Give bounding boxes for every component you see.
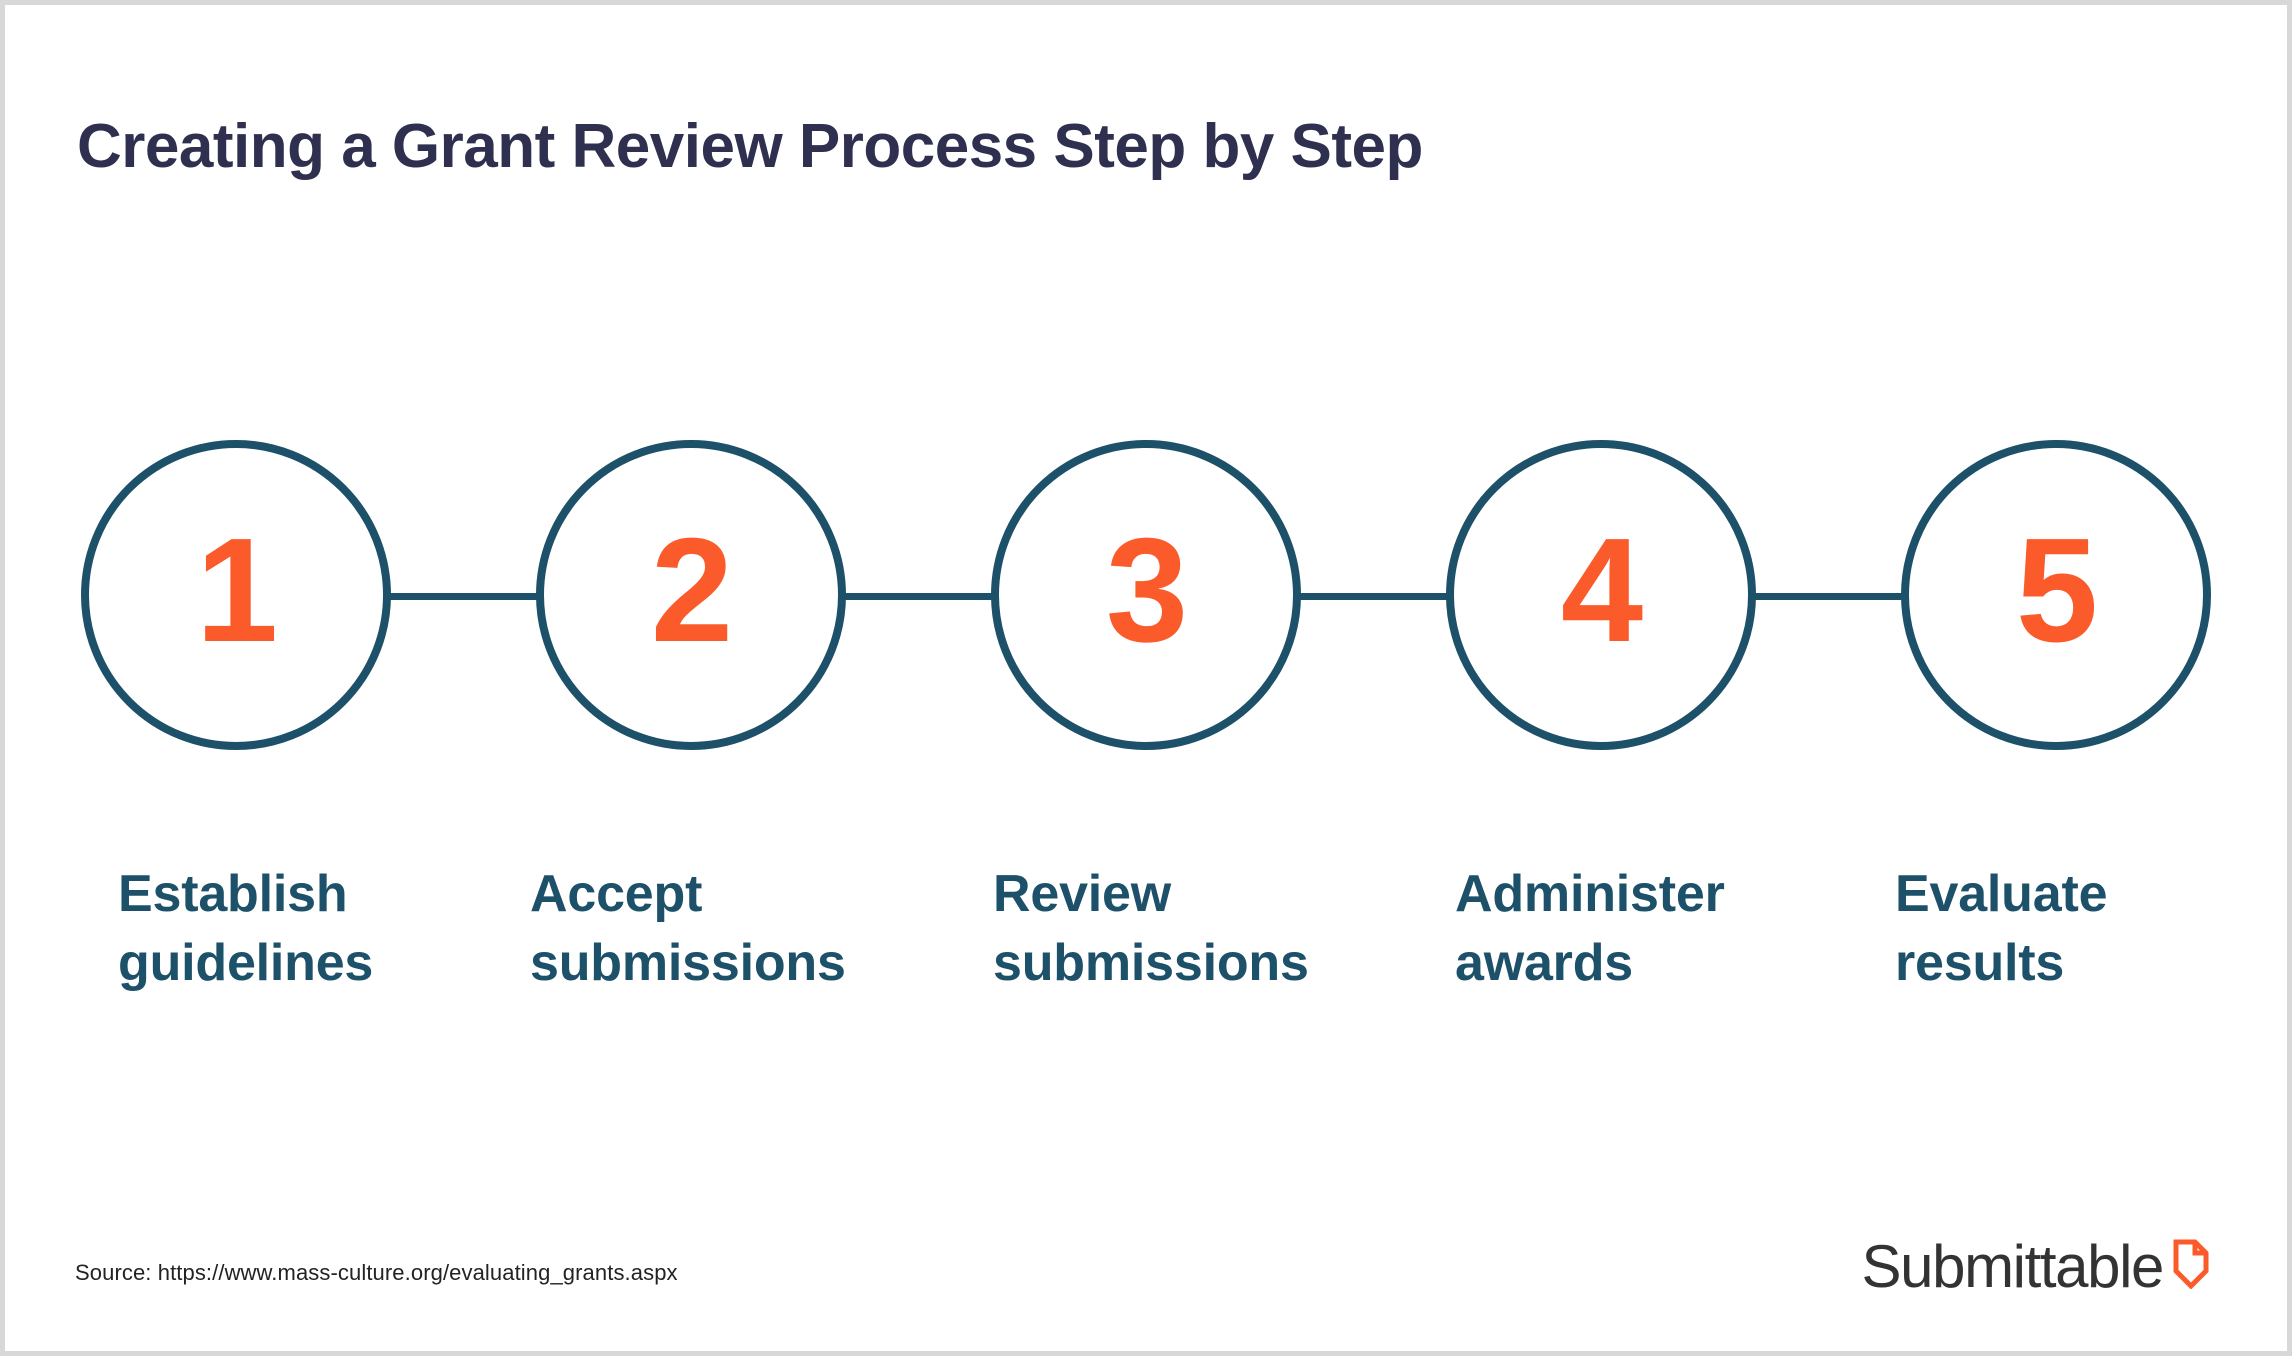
step-caption-3-line2: submissions <box>993 933 1309 992</box>
step-captions: Establish guidelines Accept submissions … <box>5 860 2287 1040</box>
step-caption-2: Accept submissions <box>530 860 950 997</box>
connector-2-3 <box>833 593 1005 600</box>
connector-4-5 <box>1743 593 1915 600</box>
step-caption-5: Evaluate results <box>1895 860 2287 997</box>
step-caption-2-line2: submissions <box>530 933 846 992</box>
step-number-3: 3 <box>1105 508 1188 673</box>
submittable-page-mark-icon <box>2173 1239 2209 1290</box>
source-attribution: Source: https://www.mass-culture.org/eva… <box>75 1260 678 1285</box>
submittable-wordmark: Submittable <box>1861 1233 2165 1300</box>
step-caption-4-line1: Administer <box>1455 865 1725 923</box>
step-number-4: 4 <box>1560 508 1643 673</box>
step-caption-5-line2: results <box>1895 933 2065 992</box>
step-caption-1: Establish guidelines <box>118 860 538 997</box>
step-caption-1-line1: Establish <box>118 865 348 923</box>
step-number-1: 1 <box>195 508 278 673</box>
step-caption-4: Administer awards <box>1455 860 1875 997</box>
step-circle-3[interactable]: 3 <box>991 440 1301 750</box>
step-caption-3: Review submissions <box>993 860 1413 997</box>
step-diagram: 1 2 3 4 5 <box>5 425 2287 785</box>
step-caption-2-line1: Accept <box>530 865 703 923</box>
step-number-2: 2 <box>650 508 733 673</box>
connector-1-2 <box>377 593 549 600</box>
page-title: Creating a Grant Review Process Step by … <box>77 112 1423 181</box>
step-circle-2[interactable]: 2 <box>536 440 846 750</box>
step-circle-4[interactable]: 4 <box>1446 440 1756 750</box>
step-caption-5-line1: Evaluate <box>1895 865 2108 923</box>
step-number-5: 5 <box>2015 508 2098 673</box>
step-circle-1[interactable]: 1 <box>81 440 391 750</box>
step-circle-5[interactable]: 5 <box>1901 440 2211 750</box>
step-caption-4-line2: awards <box>1455 933 1634 992</box>
step-caption-1-line2: guidelines <box>118 933 374 992</box>
step-caption-3-line1: Review <box>993 865 1172 923</box>
connector-3-4 <box>1288 593 1460 600</box>
submittable-logo: Submittable <box>1862 1237 2209 1297</box>
